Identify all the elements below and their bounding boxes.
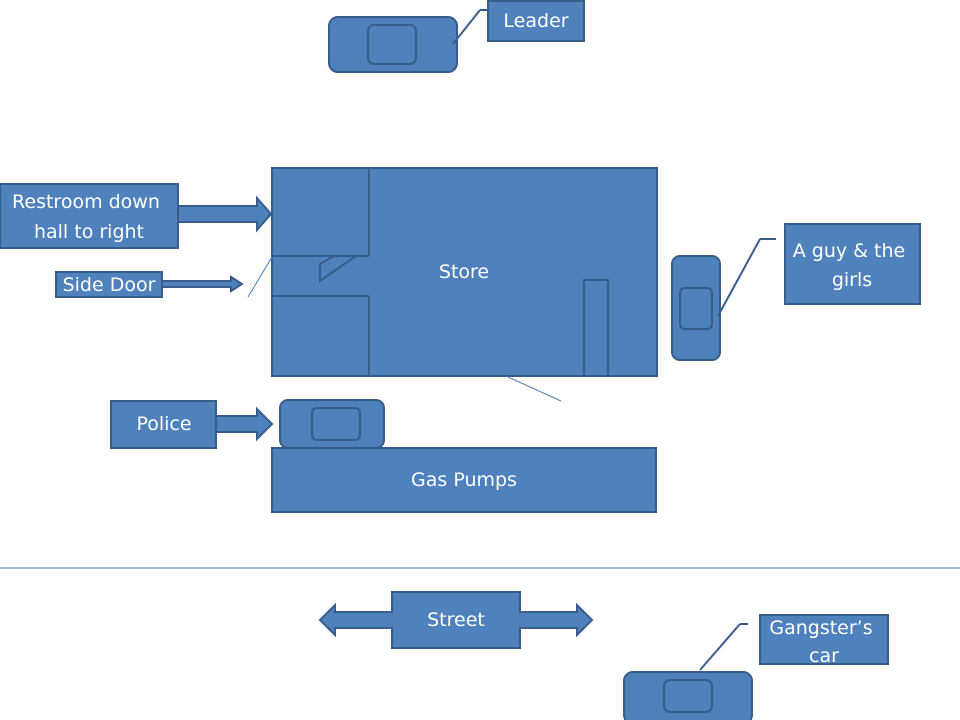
- gas-pumps-label: Gas Pumps: [411, 469, 517, 491]
- side-door-pointer-line: [247, 256, 273, 298]
- gangster-car-window: [663, 679, 713, 713]
- police-arrow: [215, 406, 274, 442]
- police-label-box: [110, 400, 217, 449]
- restroom-label-line-2: hall to right: [34, 221, 144, 243]
- gangster-label-line-2: car: [809, 645, 839, 667]
- side-door-label-box: [55, 271, 163, 298]
- restroom-arrow: [177, 195, 273, 233]
- restroom-label-box: [0, 183, 179, 249]
- street-label: Street: [427, 609, 485, 631]
- guy-label-line-2: girls: [832, 269, 872, 291]
- store-label: Store: [439, 261, 489, 283]
- police-car-window: [311, 407, 361, 441]
- guy-label: A guy & the girls: [793, 240, 912, 291]
- restroom-door: [319, 255, 360, 283]
- guy-car-window: [679, 287, 713, 330]
- gangster-label-box: [759, 614, 889, 665]
- store-pointer-line: [505, 375, 562, 402]
- restroom-label: Restroom down hall to right: [12, 191, 166, 243]
- leader-car-window: [367, 24, 417, 65]
- gangster-callout-line: [699, 623, 741, 671]
- counter: [583, 279, 609, 377]
- leader-label-box: [487, 0, 585, 42]
- guy-label-box: [784, 223, 921, 305]
- police-label: Police: [136, 413, 191, 435]
- gangster-label: Gangster’s car: [769, 617, 878, 667]
- gas-pumps: [271, 447, 657, 513]
- street-arrow: [318, 591, 594, 649]
- guy-label-line-1: A guy & the: [793, 240, 905, 262]
- guy-callout-line: [717, 238, 761, 317]
- restroom-label-line-1: Restroom down: [12, 191, 160, 213]
- side-door-arrow: [161, 275, 244, 293]
- side-door-label: Side Door: [63, 274, 156, 296]
- leader-callout-line: [452, 9, 481, 45]
- gangster-label-line-1: Gangster’s: [769, 617, 872, 639]
- leader-label: Leader: [503, 10, 568, 32]
